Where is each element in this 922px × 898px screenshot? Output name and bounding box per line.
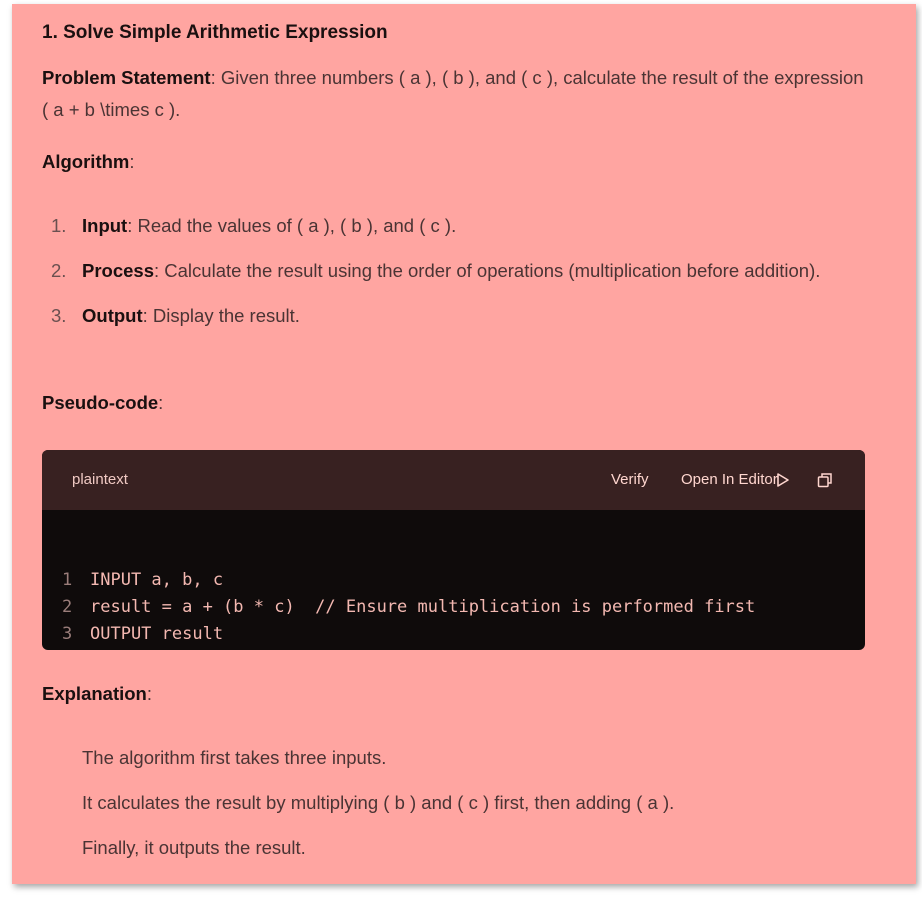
code-text: OUTPUT result — [90, 624, 224, 644]
pseudocode-heading: Pseudo-code: — [42, 392, 164, 413]
explanation-heading-label: Explanation — [42, 683, 147, 704]
pseudocode-heading-label: Pseudo-code — [42, 392, 159, 413]
step-label: Output — [82, 305, 143, 326]
explanation-item: The algorithm first takes three inputs. — [82, 747, 387, 768]
code-language: plaintext — [72, 471, 128, 488]
code-header: plaintext Verify Open In Editor — [42, 450, 865, 510]
section-title: 1. Solve Simple Arithmetic Expression — [42, 22, 388, 43]
step-text: : Read the values of ( a ), ( b ), and (… — [127, 215, 457, 236]
copy-icon[interactable] — [817, 472, 833, 488]
step-number: 1. — [51, 215, 67, 236]
explanation-list: The algorithm first takes three inputs. … — [82, 741, 882, 876]
step-label: Process — [82, 260, 154, 281]
line-number: 3 — [62, 624, 73, 644]
problem-statement: Problem Statement: Given three numbers (… — [42, 62, 872, 126]
code-line: 1 INPUT a, b, c — [42, 540, 865, 590]
algorithm-heading-label: Algorithm — [42, 151, 130, 172]
code-text: INPUT a, b, c — [90, 570, 224, 590]
step-label: Input — [82, 215, 128, 236]
code-text: result = a + (b * c) // Ensure multiplic… — [90, 597, 756, 617]
algorithm-step: 2. Process: Calculate the result using th… — [42, 254, 872, 288]
explanation-item: Finally, it outputs the result. — [82, 837, 306, 858]
open-in-editor-button[interactable]: Open In Editor — [681, 471, 778, 488]
explanation-heading: Explanation: — [42, 683, 152, 704]
code-block: plaintext Verify Open In Editor 1 INPUT a… — [42, 450, 865, 650]
code-line: 2 result = a + (b * c) // Ensure multipli… — [42, 567, 865, 617]
algorithm-heading: Algorithm: — [42, 151, 135, 172]
code-line: 3 OUTPUT result — [42, 594, 865, 644]
code-body: 1 INPUT a, b, c 2 result = a + (b * c) // … — [42, 540, 865, 644]
step-number: 2. — [51, 260, 67, 281]
problem-text: : Given three numbers ( a ), ( b ), and … — [42, 67, 864, 120]
explanation-item: It calculates the result by multiplying … — [82, 792, 675, 813]
answer-card: 1. Solve Simple Arithmetic Expression Pr… — [12, 4, 916, 884]
step-text: : Display the result. — [142, 305, 300, 326]
verify-button[interactable]: Verify — [611, 471, 649, 488]
line-number: 1 — [62, 570, 73, 590]
step-text: : Calculate the result using the order o… — [154, 260, 821, 281]
algorithm-steps: 1. Input: Read the values of ( a ), ( b )… — [42, 209, 872, 344]
problem-label: Problem Statement — [42, 67, 211, 88]
algorithm-step: 1. Input: Read the values of ( a ), ( b )… — [42, 209, 872, 243]
step-number: 3. — [51, 305, 67, 326]
line-number: 2 — [62, 597, 73, 617]
algorithm-step: 3. Output: Display the result. — [42, 299, 872, 333]
play-icon[interactable] — [776, 472, 790, 488]
